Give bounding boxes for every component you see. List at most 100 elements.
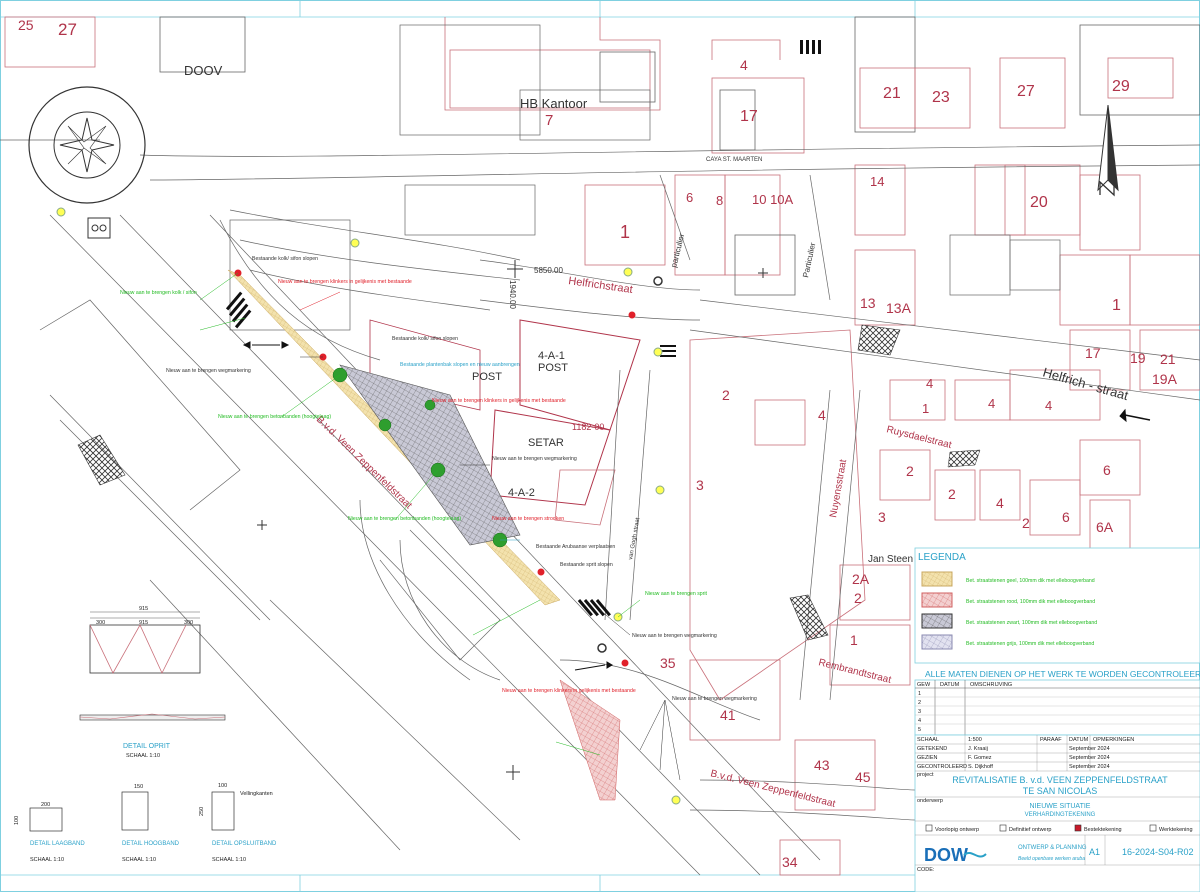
nr-45: 45 [855, 769, 871, 785]
street-bvd-veen-lower: B.v.d. Veen Zeppenfeldstraat [709, 768, 836, 810]
detail-hoogband: 150 DETAIL HOOGBAND SCHAAL 1:10 [121, 784, 180, 863]
nr-6: 6 [686, 190, 693, 205]
tb-gezien-date: September 2024 [1069, 755, 1110, 761]
nr-4c: 4 [988, 396, 995, 411]
rev-header-datum: DATUM [940, 682, 960, 688]
detail-laagband: 200 100 DETAIL LAAGBAND SCHAAL 1:10 [14, 802, 85, 863]
legend-label-3: Bet. straatstenen grijs, 100mm dik met e… [966, 641, 1094, 647]
detail-hoogband-scale: SCHAAL 1:10 [122, 857, 156, 863]
nr-10-10a: 10 10A [752, 192, 794, 207]
nr-19a: 19A [1152, 371, 1178, 387]
tb-schaal-label: SCHAAL [917, 737, 939, 743]
tb-subject-line1: NIEUWE SITUATIE [1030, 803, 1091, 810]
street-particulier2: Particulier [801, 241, 817, 278]
nr-34: 34 [782, 854, 798, 870]
legend-label-1: Bet. straatstenen rood, 100mm dik met el… [966, 599, 1095, 605]
rev-header-gew: GEW [917, 682, 931, 688]
dow-logo: DOW [924, 845, 987, 865]
paving-strips [77, 269, 981, 801]
label-post: POST [472, 371, 502, 383]
detail-oprit-title: DETAIL OPRIT [123, 743, 171, 750]
notice-text: ALLE MATEN DIENEN OP HET WERK TE WORDEN … [925, 669, 1200, 679]
traffic-arrows [242, 341, 1151, 671]
tb-onderwerp-label: onderwerp [917, 798, 943, 804]
status-checkbox-0[interactable] [925, 824, 933, 832]
legend-item-3: Bet. straatstenen grijs, 100mm dik met e… [921, 634, 1094, 650]
tb-project-label: project [917, 772, 934, 778]
annotation-leaders [199, 272, 681, 781]
street-ruysdaelstraat: Ruysdaelstraat [885, 424, 953, 451]
nr-6c: 6 [1062, 509, 1070, 525]
tb-getekend: J. Kraaij [968, 746, 988, 752]
status-checkbox-3[interactable] [1149, 824, 1157, 832]
nr-17b: 17 [1085, 345, 1101, 361]
legend: LEGENDA Bet. straatstenen geel, 100mm di… [914, 547, 1200, 664]
tb-gecontroleerd: S. Dijkhoff [968, 764, 993, 770]
note-3: Nieuw aan te brengen wegmarkering [166, 368, 251, 374]
nr-4d: 4 [1045, 398, 1052, 413]
tb-code-label: CODE: [917, 867, 935, 873]
street-helfrichstraat: Helfrichstraat [568, 275, 634, 296]
logo-text: DOW [924, 845, 968, 865]
tb-project-line1: REVITALISATIE B. v.d. VEEN ZEPPENFELDSTR… [952, 775, 1168, 785]
tb-company-line2: Beeld openbare werken aruba [1018, 856, 1085, 862]
status-checkbox-2[interactable] [1074, 824, 1082, 832]
street-jan-steen: Jan Steen [868, 554, 913, 565]
status-label-2: Bestektekening [1084, 827, 1122, 833]
nr-27b: 27 [1017, 83, 1035, 100]
note-6: Bestaande plantenbak slopen en nieuw aan… [400, 362, 520, 368]
label-setar-code: 4-A-2 [508, 487, 535, 499]
nr-20: 20 [1030, 194, 1048, 211]
note-9: Nieuw aan te brengen strooken [492, 516, 564, 522]
label-parcel-1182: 1182-00 [572, 422, 604, 432]
roundabout [28, 86, 146, 204]
dim-150: 150 [134, 784, 143, 790]
rev-row-3: 3 [918, 709, 921, 715]
nr-1d: 1 [850, 632, 858, 648]
nr-2b: 2 [906, 463, 914, 479]
note-13: Nieuw aan te brengen wegmarkering [632, 633, 717, 639]
label-doov: DOOV [184, 63, 223, 78]
detail-laagband-title: DETAIL LAAGBAND [30, 841, 85, 847]
rev-row-2: 2 [918, 700, 921, 706]
nr-29: 29 [1112, 78, 1130, 95]
nr-2e: 2 [854, 590, 862, 606]
legend-item-2: Bet. straatstenen zwart, 100mm dik met e… [921, 613, 1097, 629]
detail-opsluitband-title: DETAIL OPSLUITBAND [212, 841, 277, 847]
revision-block: ALLE MATEN DIENEN OP HET WERK TE WORDEN … [914, 669, 1200, 736]
street-nuyensstraat: Nuyensstraat [828, 458, 849, 518]
nr-17: 17 [740, 108, 758, 125]
label-setar: SETAR [528, 437, 564, 449]
tb-opmerkingen-label: OPMERKINGEN [1093, 737, 1134, 743]
rev-header-omschrijving: OMSCHRIJVING [970, 682, 1012, 688]
tb-gezien-label: GEZIEN [917, 755, 938, 761]
title-block: SCHAAL 1:500 PARAAF DATUM OPMERKINGEN GE… [914, 734, 1200, 892]
status-options: Voorlopig ontwerp Definitief ontwerp Bes… [925, 824, 1193, 833]
tb-company-line1: ONTWERP & PLANNING [1018, 845, 1087, 851]
nr-19: 19 [1130, 350, 1146, 366]
label-coord-5850: 5850.00 [534, 266, 563, 275]
tb-gecontroleerd-label: GECONTROLEERD [917, 764, 967, 770]
nr-1: 1 [620, 222, 630, 242]
tb-paraaf-label: PARAAF [1040, 737, 1062, 743]
nr-4b: 4 [926, 376, 933, 391]
tb-drawing-number: 16-2024-S04-R02 [1122, 847, 1194, 857]
tb-gezien: F. Gomez [968, 755, 992, 761]
legend-label-0: Bet. straatstenen geel, 100mm dik met el… [966, 578, 1095, 584]
label-coord-1940: 1940.00 [508, 280, 517, 309]
nr-3: 3 [696, 477, 704, 493]
nr-14: 14 [870, 174, 884, 189]
markers [56, 207, 768, 805]
nr-4f: 4 [996, 495, 1004, 511]
status-label-3: Werktekening [1159, 827, 1193, 833]
legend-item-0: Bet. straatstenen geel, 100mm dik met el… [921, 571, 1095, 587]
note-8: Nieuw aan te brengen wegmarkering [492, 456, 577, 462]
dim-915: 915 [139, 606, 148, 612]
tb-schaal: 1:500 [968, 737, 982, 743]
note-16: Nieuw aan te brengen wegmarkering [672, 696, 757, 702]
nr-1b: 1 [1112, 297, 1121, 314]
status-checkbox-1[interactable] [999, 824, 1007, 832]
detail-opsluitband: 100 250 Vellingkanten DETAIL OPSLUITBAND… [199, 783, 277, 863]
nr-2c: 2 [948, 486, 956, 502]
